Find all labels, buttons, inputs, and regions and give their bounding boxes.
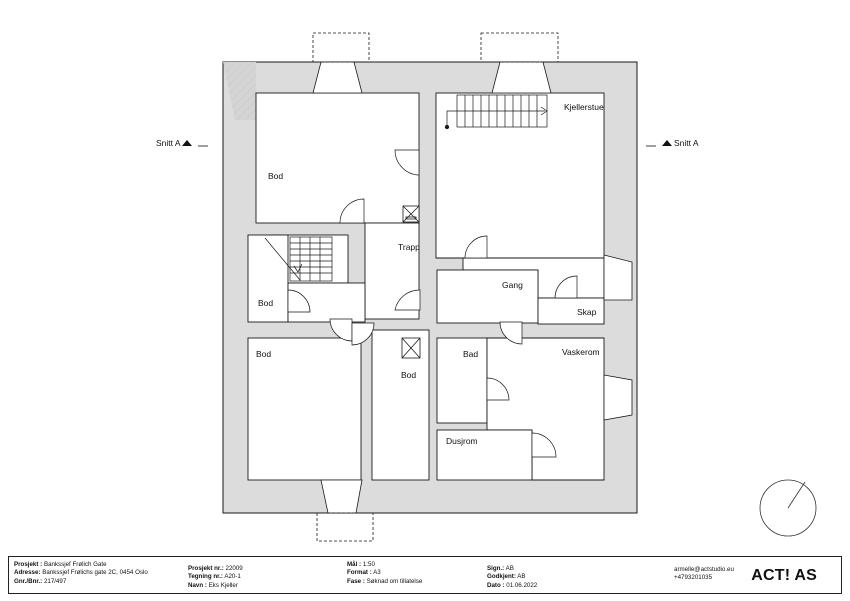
room-bad — [436, 337, 488, 424]
title-block-format-col: Mål : 1:50 Format : A3 Fase : Søknad om … — [347, 561, 422, 586]
room-bod-corridor — [371, 329, 430, 481]
label-skap: Skap — [577, 307, 597, 317]
project-value: Bankssjef Frølich Gate — [43, 561, 107, 568]
date-value: 01.06.2022 — [506, 581, 538, 589]
title-block-project-col: Prosjekt : Bankssjef Frølich Gate Adress… — [14, 561, 148, 586]
stairs-left — [264, 236, 333, 282]
label-bod-corridor: Bod — [401, 370, 416, 380]
room-bod-small — [247, 234, 289, 323]
door-bod-small — [287, 289, 311, 313]
address-label: Adresse: — [14, 569, 41, 577]
label-trapp: Trapp — [398, 242, 420, 252]
project-no-label: Prosjekt nr.: — [188, 565, 224, 572]
section-label-right: Snitt A — [674, 138, 699, 148]
phase-value: Søknad om tillatelse — [366, 577, 423, 585]
door-skap — [554, 275, 578, 299]
label-bod-top-left: Bod — [268, 171, 283, 181]
window-right-lower — [603, 374, 633, 421]
sign-value: AB — [505, 565, 514, 572]
name-value: Eks Kjeller — [208, 581, 238, 589]
date-label: Dato : — [487, 581, 505, 589]
address-value: Bankssjef Frølichs gate 2C, 0454 Oslo — [42, 569, 148, 577]
section-marker-right: Snitt A — [646, 138, 699, 148]
floor-plan: Snitt A Snitt A Bod Kjellerstue Trapp Bo… — [156, 32, 817, 542]
format-value: A3 — [373, 569, 381, 577]
room-bod-bottom-left — [247, 337, 362, 481]
door-trapp-top — [339, 198, 365, 224]
stairs-upper — [444, 94, 548, 130]
project-no-value: 22009 — [225, 565, 243, 572]
gnr-label: Gnr./Bnr.: — [14, 577, 43, 585]
approved-value: AB — [517, 573, 526, 581]
label-gang: Gang — [502, 280, 523, 290]
brand-logo: ACT! AS — [751, 567, 817, 584]
window-bottom — [320, 479, 363, 514]
title-block-sign-col: Sign.: AB Godkjent: AB Dato : 01.06.2022 — [487, 565, 537, 590]
door-bad — [486, 377, 510, 401]
section-marker-left: Snitt A — [156, 138, 208, 148]
scale-label: Mål : — [347, 561, 362, 568]
title-block-contact-col: armelle@actstudio.eu +4793201035 — [674, 566, 734, 583]
title-block: Prosjekt : Bankssjef Frølich Gate Adress… — [8, 556, 842, 594]
door-dusjrom — [531, 432, 557, 458]
label-bod-small: Bod — [258, 298, 273, 308]
shaft-cross-icon — [401, 337, 421, 359]
phase-label: Fase : — [347, 577, 365, 585]
label-bad: Bad — [463, 349, 478, 359]
label-kjellerstue: Kjellerstue — [564, 102, 604, 112]
contact-email: armelle@actstudio.eu — [674, 566, 734, 573]
window-right-upper — [603, 254, 633, 301]
approved-label: Godkjent: — [487, 573, 516, 581]
windows — [312, 32, 633, 542]
door-swings — [287, 149, 578, 458]
label-bod-bottom-left: Bod — [256, 349, 271, 359]
drawing-no-value: A20-1 — [224, 573, 241, 581]
section-label-left: Snitt A — [156, 138, 181, 148]
door-gang-top — [464, 235, 488, 259]
shaft-cross-icon — [402, 205, 420, 223]
sign-label: Sign.: — [487, 565, 505, 572]
window-top-left — [312, 61, 363, 94]
window-top-right — [491, 61, 552, 94]
north-arrow-icon — [759, 479, 817, 537]
door-bod-top — [394, 149, 420, 176]
label-vaskerom: Vaskerom — [562, 347, 600, 357]
format-label: Format : — [347, 569, 372, 577]
door-hall-east — [351, 322, 375, 346]
contact-phone: +4793201035 — [674, 574, 713, 582]
name-label: Navn : — [188, 581, 207, 589]
room-dusjrom — [436, 429, 533, 481]
room-gang — [436, 269, 539, 324]
gnr-value: 217/497 — [43, 577, 67, 585]
door-gang-bottom — [499, 321, 523, 345]
drawing-no-label: Tegning nr.: — [188, 573, 223, 581]
scale-value: 1:50 — [362, 561, 375, 568]
project-label: Prosjekt : — [14, 561, 43, 568]
title-block-drawing-col: Prosjekt nr.: 22009 Tegning nr.: A20-1 N… — [188, 565, 243, 590]
door-trapp-east — [394, 289, 421, 311]
room-skap — [537, 297, 605, 325]
room-bod-top-left — [255, 92, 420, 224]
room-labels: Bod Kjellerstue Trapp Bod Gang Skap Bod … — [256, 102, 604, 446]
label-dusjrom: Dusjrom — [446, 436, 478, 446]
